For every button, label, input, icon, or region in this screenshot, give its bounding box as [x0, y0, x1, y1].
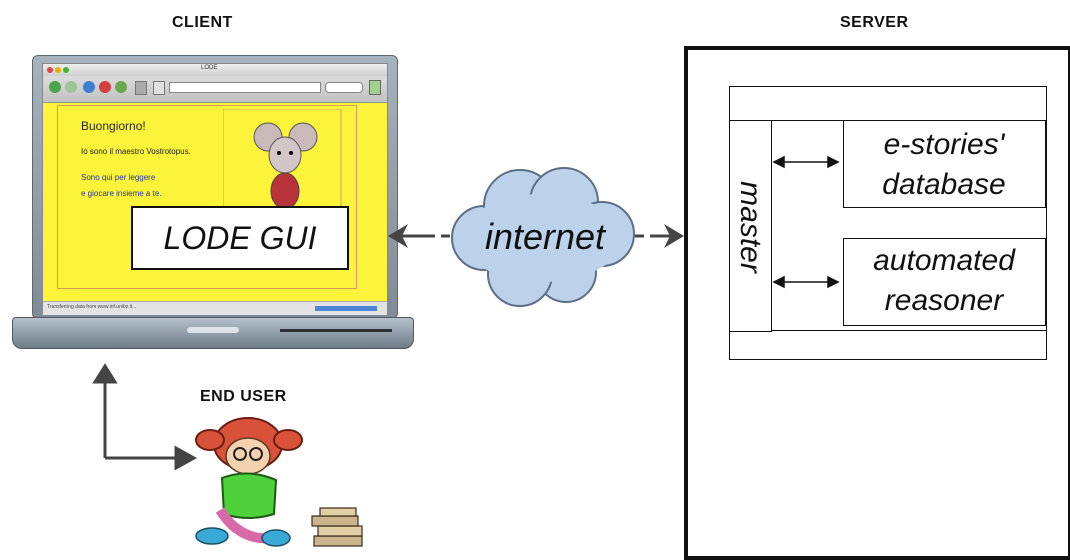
reload-button-icon[interactable] [83, 81, 95, 93]
laptop-slot [280, 329, 392, 332]
progress-bar [315, 306, 377, 311]
client-heading: CLIENT [172, 14, 233, 31]
laptop: LODE Buongiorno! Io sono il maestro Vost… [12, 55, 414, 355]
server-inner-bottom-line [729, 330, 1046, 331]
end-user-heading: END USER [200, 388, 287, 405]
master-label: master [734, 181, 767, 273]
lode-gui-label: LODE GUI [163, 220, 317, 256]
page-line-1: Io sono il maestro Vostrotopus. [81, 147, 191, 156]
books-icon [311, 507, 363, 547]
master-box [729, 120, 772, 332]
laptop-base [12, 317, 414, 349]
web-page: Buongiorno! Io sono il maestro Vostrotop… [43, 103, 387, 301]
minimize-window-icon[interactable] [55, 67, 61, 73]
close-window-icon[interactable] [47, 67, 53, 73]
stop-button-icon[interactable] [99, 81, 111, 93]
manage-bookmarks-icon[interactable] [369, 80, 381, 95]
status-text: Transferring data from www.inf.unibz.it.… [47, 304, 137, 310]
view-source-icon[interactable] [135, 81, 147, 95]
database-label-line-2: database [882, 168, 1006, 201]
database-box [843, 120, 1046, 208]
browser-toolbar [43, 76, 387, 103]
search-bar[interactable] [325, 82, 363, 93]
user-laptop-arrow [92, 363, 198, 471]
server-connectors [772, 155, 840, 289]
page-line-3: e giocare insieme a te. [81, 189, 162, 198]
reasoner-label-line-1: automated [873, 244, 1015, 277]
page-line-2: Sono qui per leggere [81, 173, 156, 182]
window-title: LODE [201, 65, 218, 71]
page-frame [57, 105, 357, 289]
arrow-to-server-head [664, 224, 684, 248]
reasoner-box [843, 238, 1046, 326]
browser-window: LODE Buongiorno! Io sono il maestro Vost… [42, 63, 388, 315]
forward-button-icon[interactable] [65, 81, 77, 93]
bookmark-button-icon[interactable] [115, 81, 127, 93]
lode-gui-box: LODE GUI [131, 206, 349, 270]
back-button-icon[interactable] [49, 81, 61, 93]
database-label-line-1: e-stories' [883, 128, 1005, 161]
arrow-to-client-head [388, 224, 408, 248]
address-bar[interactable] [169, 82, 321, 93]
home-button-icon[interactable] [153, 81, 165, 95]
browser-titlebar: LODE [43, 64, 387, 76]
browser-status-bar: Transferring data from www.inf.unibz.it.… [43, 301, 387, 315]
laptop-latch [187, 327, 239, 333]
page-greeting: Buongiorno! [81, 119, 146, 133]
zoom-window-icon[interactable] [63, 67, 69, 73]
reasoner-label-line-2: reasoner [884, 284, 1004, 317]
end-user-image [195, 417, 363, 547]
internet-label: internet [484, 216, 606, 257]
server-heading: SERVER [840, 14, 909, 31]
internet-diagram [388, 167, 684, 307]
